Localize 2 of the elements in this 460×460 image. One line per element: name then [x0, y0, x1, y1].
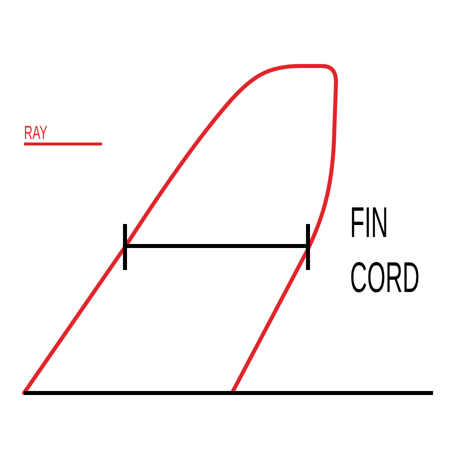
legend-label: RAY: [24, 123, 48, 145]
dimension-label: FIN CORD: [350, 198, 420, 304]
